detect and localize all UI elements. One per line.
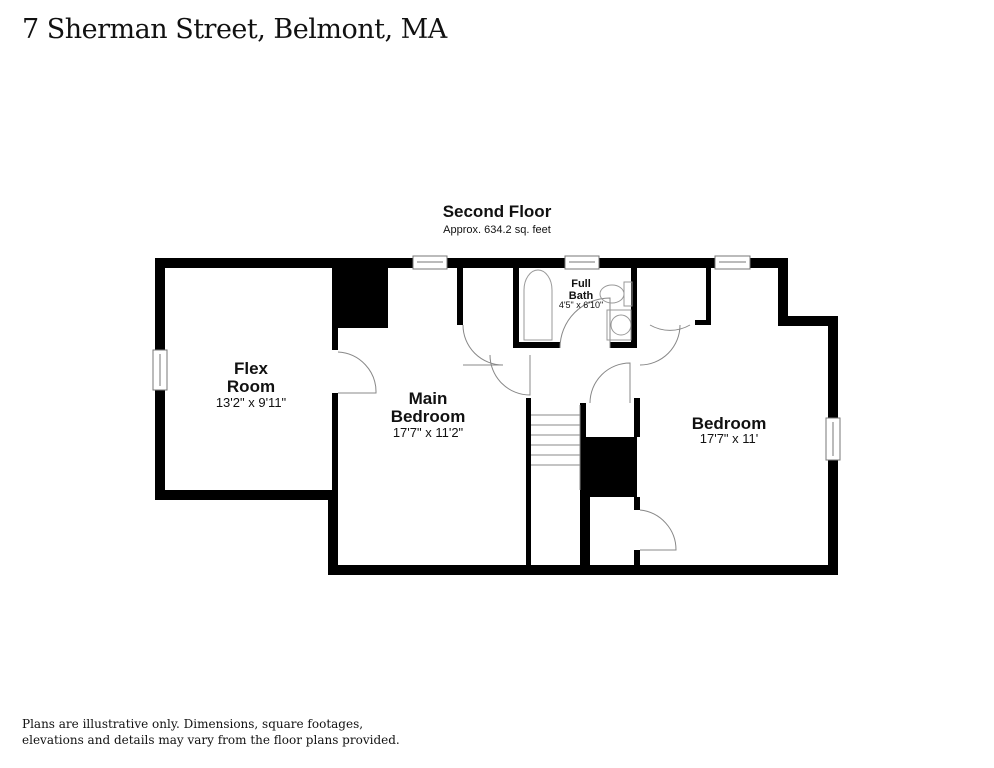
doors bbox=[337, 297, 691, 551]
room-name-bedroom: Bedroom bbox=[692, 414, 767, 433]
bathtub-icon bbox=[523, 269, 553, 341]
room-dims-bath: 4'5" x 6'10" bbox=[559, 300, 603, 310]
disclaimer: Plans are illustrative only. Dimensions,… bbox=[22, 717, 400, 747]
property-address-title: 7 Sherman Street, Belmont, MA bbox=[22, 14, 447, 45]
room-dims-main: 17'7" x 11'2" bbox=[393, 425, 464, 440]
fixtures bbox=[523, 269, 633, 490]
toilet-icon bbox=[599, 284, 625, 304]
floor-name: Second Floor bbox=[442, 202, 552, 221]
room-dims-bedroom: 17'7" x 11' bbox=[700, 431, 759, 446]
staircase bbox=[531, 405, 581, 490]
room-name-main-line1: Main bbox=[409, 389, 448, 408]
floor-area: Approx. 634.2 sq. feet bbox=[443, 224, 551, 236]
room-name-bath-line1: Full bbox=[571, 278, 591, 290]
room-name-flex-line1: Flex bbox=[234, 359, 269, 378]
room-name-flex-line2: Room bbox=[227, 377, 275, 396]
room-dims-flex: 13'2" x 9'11" bbox=[216, 395, 287, 410]
windows bbox=[152, 255, 841, 461]
room-name-bath-line2: Bath bbox=[569, 290, 594, 302]
room-name-main-line2: Bedroom bbox=[391, 407, 466, 426]
